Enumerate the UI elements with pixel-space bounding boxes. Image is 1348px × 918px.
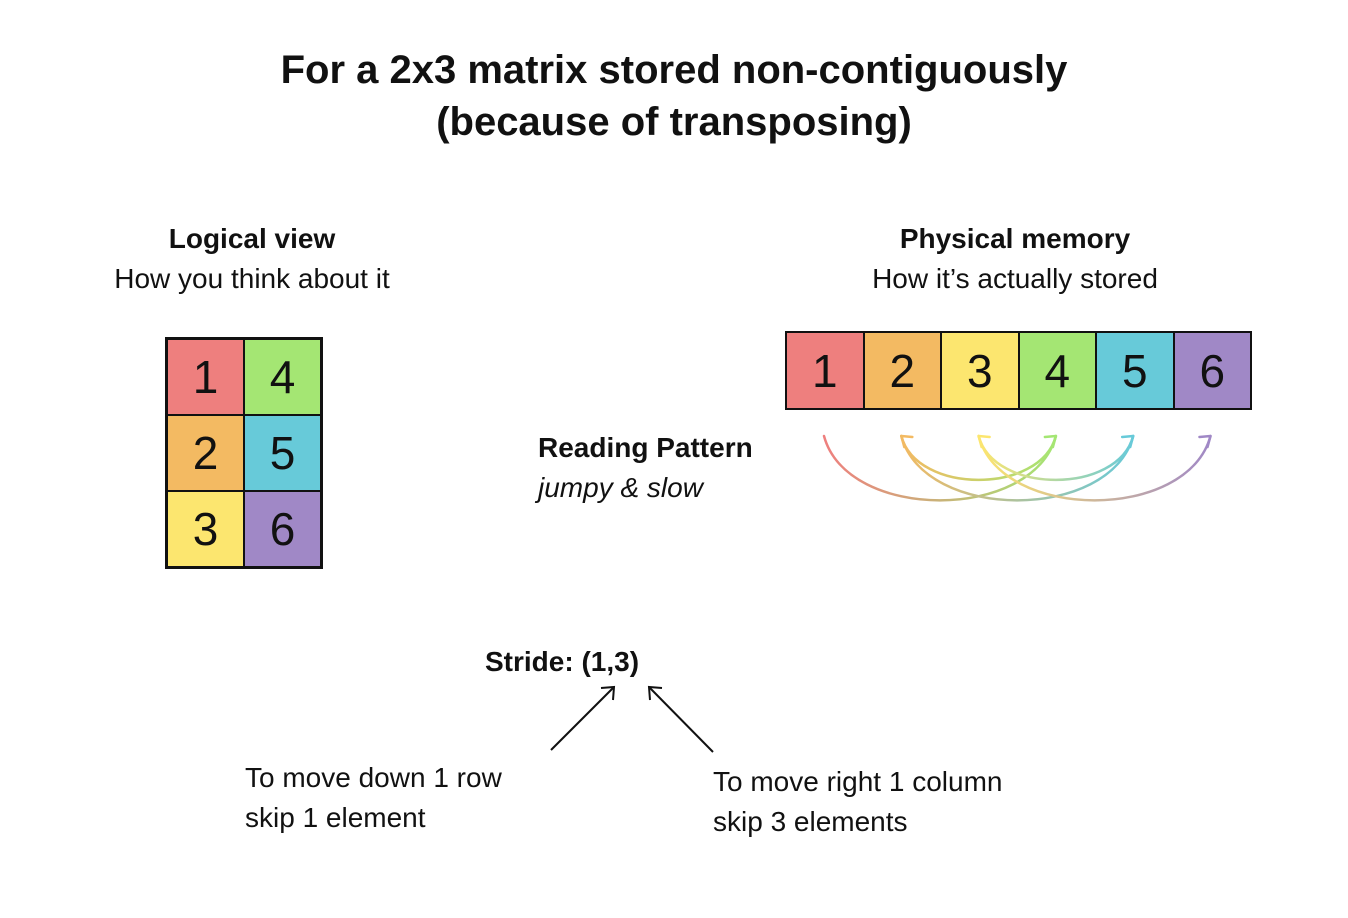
logical-matrix-grid: 1 4 2 5 3 6 [165, 337, 323, 569]
col-stride-note-line-1: To move right 1 column [713, 766, 1003, 797]
matrix-cell: 3 [167, 491, 244, 567]
matrix-cell: 4 [244, 339, 321, 415]
reading-arc-4-to-2 [900, 434, 1058, 482]
memory-cell: 4 [1019, 333, 1097, 408]
memory-cell: 5 [1097, 333, 1175, 408]
memory-cell: 2 [864, 333, 942, 408]
logical-view-subtitle: How you think about it [114, 263, 390, 294]
reading-pattern-description: jumpy & slow [538, 472, 703, 503]
memory-cell: 1 [787, 333, 865, 408]
matrix-cell: 2 [167, 415, 244, 491]
stride-pointer-arrows [550, 685, 714, 753]
memory-cell: 6 [1174, 333, 1250, 408]
reading-pattern-title: Reading Pattern [538, 432, 753, 463]
physical-memory-title: Physical memory [899, 223, 1131, 254]
title-line-1: For a 2x3 matrix stored non-contiguously [280, 48, 1068, 92]
row-stride-note-line-2: skip 1 element [245, 802, 426, 833]
reading-arc-2-to-5 [900, 434, 1135, 502]
logical-view-heading: Logical view How you think about it [52, 219, 452, 299]
col-stride-arrowhead-icon [647, 685, 663, 701]
diagram-title: For a 2x3 matrix stored non-contiguously… [0, 44, 1348, 148]
row-stride-arrowhead-icon [600, 685, 616, 701]
matrix-cell: 5 [244, 415, 321, 491]
reading-pattern-label: Reading Pattern jumpy & slow [538, 428, 753, 508]
arrowhead-icon-6 [1198, 434, 1212, 449]
row-stride-arrow [550, 686, 615, 751]
col-stride-note-line-2: skip 3 elements [713, 806, 908, 837]
col-stride-note: To move right 1 column skip 3 elements [713, 762, 1002, 842]
row-stride-note-line-1: To move down 1 row [245, 762, 502, 793]
matrix-cell: 6 [244, 491, 321, 567]
reading-arc-5-to-3 [977, 434, 1135, 482]
physical-memory-strip: 1 2 3 4 5 6 [785, 331, 1252, 410]
physical-memory-heading: Physical memory How it’s actually stored [815, 219, 1215, 299]
row-stride-note: To move down 1 row skip 1 element [245, 758, 502, 838]
physical-memory-subtitle: How it’s actually stored [872, 263, 1158, 294]
memory-cell: 3 [942, 333, 1020, 408]
title-line-2: (because of transposing) [436, 100, 912, 144]
reading-arc-1-to-4 [822, 434, 1058, 502]
stride-label: Stride: (1,3) [485, 646, 640, 677]
reading-arc-3-to-6 [977, 434, 1212, 502]
logical-view-title: Logical view [168, 223, 336, 254]
matrix-cell: 1 [167, 339, 244, 415]
col-stride-arrow [648, 686, 714, 753]
